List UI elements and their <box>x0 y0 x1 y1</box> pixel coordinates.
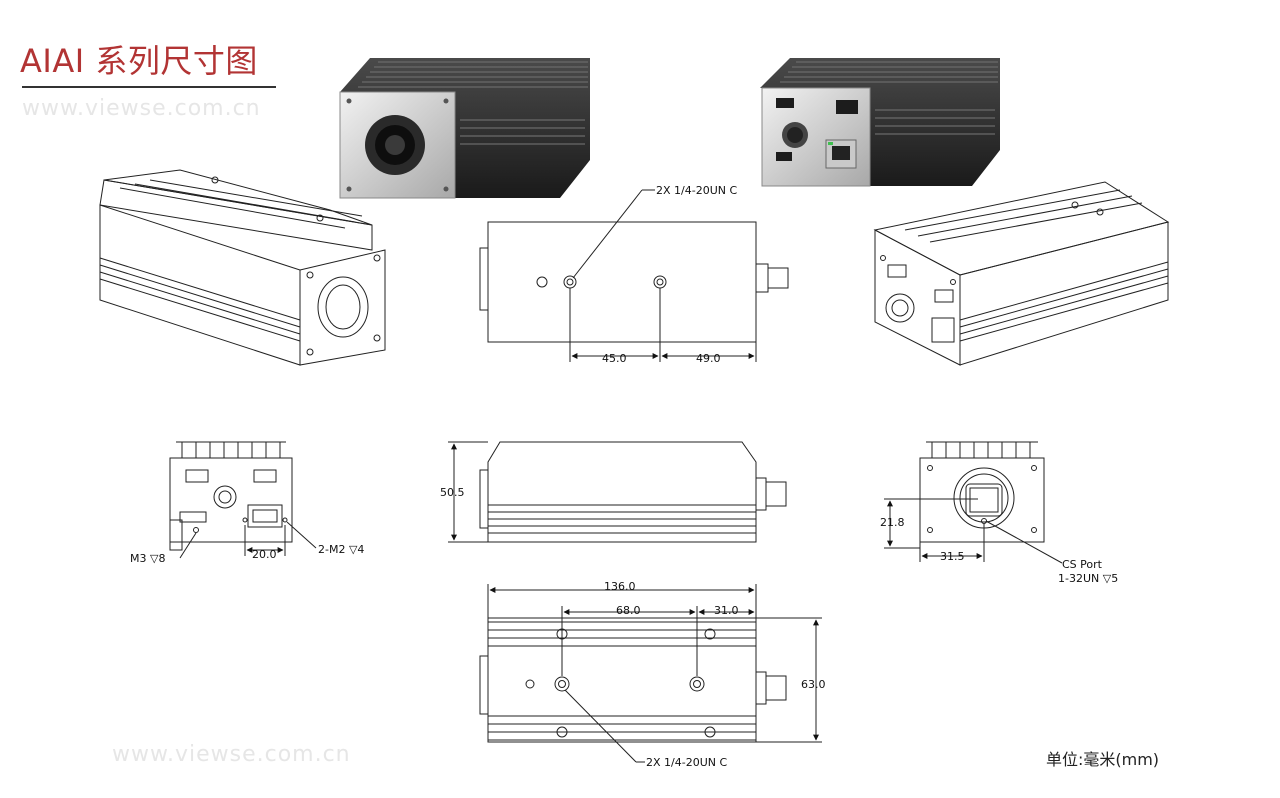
mount-label-bottom: 2X 1/4-20UN C <box>646 756 727 769</box>
dim-21-8: 21.8 <box>880 516 905 529</box>
watermark-top: www.viewse.com.cn <box>22 96 261 121</box>
cs-port-thread: 1-32UN ▽5 <box>1058 572 1118 585</box>
title-underline <box>22 86 276 88</box>
front-view <box>884 441 1063 564</box>
dim-45: 45.0 <box>602 352 627 365</box>
bottom-view <box>479 584 822 763</box>
mount-label-top: 2X 1/4-20UN C <box>656 184 737 197</box>
dim-49: 49.0 <box>696 352 721 365</box>
side-view-top <box>479 189 789 362</box>
dim-63: 63.0 <box>801 678 826 691</box>
side-view <box>448 441 787 543</box>
isometric-view-front <box>99 169 386 366</box>
dim-31-5: 31.5 <box>940 550 965 563</box>
cs-port-label: CS Port <box>1062 558 1103 571</box>
unit-label: 单位:毫米(mm) <box>1046 750 1160 769</box>
dim-31: 31.0 <box>714 604 739 617</box>
watermark-bottom: www.viewse.com.cn <box>112 742 351 767</box>
dim-50-5: 50.5 <box>440 486 465 499</box>
isometric-view-rear <box>873 181 1170 366</box>
m3-label: M3 ▽8 <box>130 552 165 565</box>
dim-20: 20.0 <box>252 548 277 561</box>
m2-label: 2-M2 ▽4 <box>318 543 364 556</box>
rear-view <box>169 441 317 559</box>
dim-68: 68.0 <box>616 604 641 617</box>
dim-136: 136.0 <box>604 580 636 593</box>
product-photo-front <box>339 58 590 199</box>
product-photo-rear <box>760 58 1000 187</box>
page-title: AIAI 系列尺寸图 <box>20 42 258 80</box>
